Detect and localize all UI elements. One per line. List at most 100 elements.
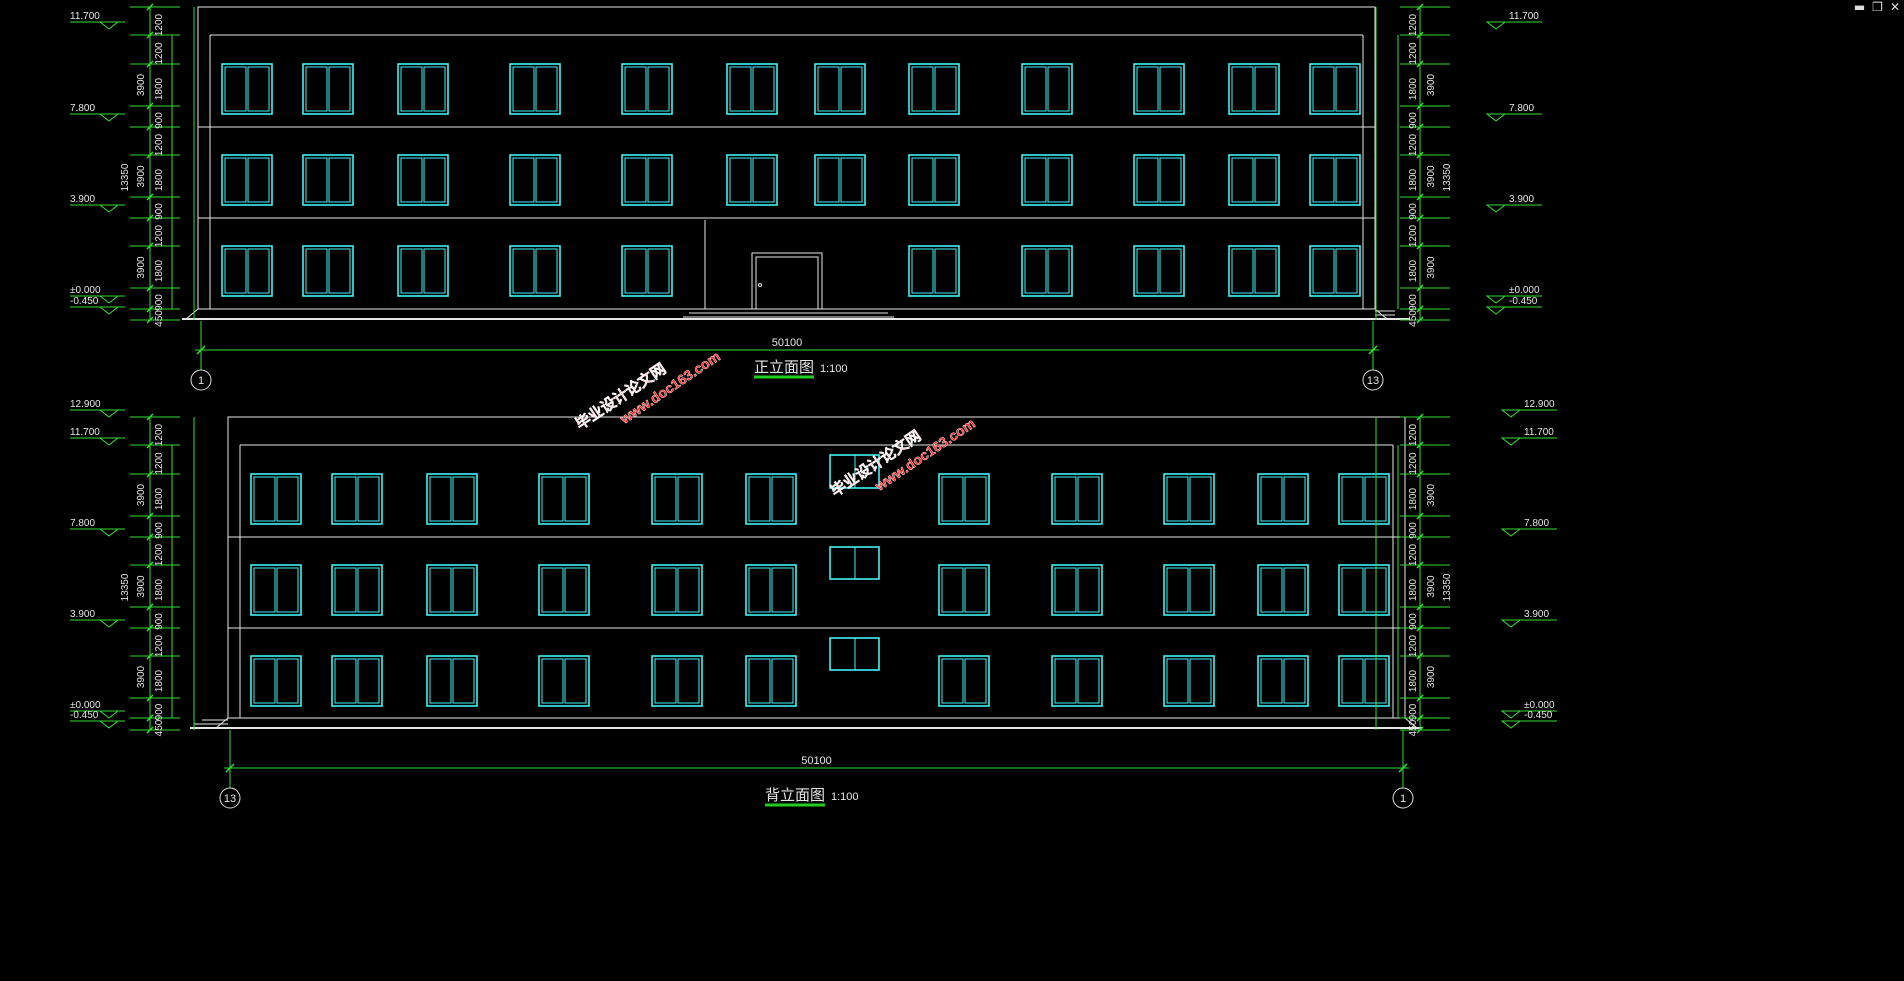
restore-icon[interactable]: ❐ — [1872, 0, 1883, 14]
total-width-dimension: 50100 — [772, 337, 803, 349]
window-frame — [1051, 473, 1103, 525]
minimize-icon[interactable]: ▬ — [1853, 0, 1866, 14]
axis-bubble-right — [1392, 787, 1414, 809]
level-symbol — [98, 295, 120, 304]
window-frame — [250, 564, 302, 616]
window-frame — [621, 154, 673, 206]
left-dimension-chain: 1200120018009001200180090012001800900450… — [120, 413, 195, 736]
segment-dimension: 450 — [154, 310, 165, 327]
segment-dimension: 1200 — [1408, 133, 1419, 156]
window-sash — [1260, 567, 1283, 613]
segment-dimension: 900 — [154, 112, 165, 129]
level-symbol — [98, 409, 120, 418]
window-frame — [621, 245, 673, 297]
window-frame — [509, 63, 561, 115]
window — [538, 473, 590, 525]
window-sash — [1254, 66, 1277, 112]
segment-dimension: 1800 — [154, 77, 165, 100]
window-frame — [814, 63, 866, 115]
segment-dimension: 900 — [1408, 613, 1419, 630]
window — [621, 154, 673, 206]
segment-dimension: 1800 — [1408, 487, 1419, 510]
window — [221, 245, 273, 297]
level-label: 11.700 — [70, 11, 100, 22]
level-label: 3.900 — [70, 194, 95, 205]
window — [1338, 564, 1390, 616]
window-sash — [1283, 476, 1306, 522]
segment-dimension: 1800 — [154, 578, 165, 601]
window-sash — [512, 157, 535, 203]
window-sash — [1077, 658, 1100, 704]
window-frame — [302, 154, 354, 206]
axis-label-right: 1 — [1400, 793, 1406, 805]
level-symbol — [1485, 113, 1507, 122]
level-symbol — [98, 619, 120, 628]
segment-dimension: 1200 — [154, 42, 165, 65]
window — [426, 473, 478, 525]
storey-dimension: 3900 — [1426, 256, 1437, 279]
window-frame — [509, 154, 561, 206]
window — [1163, 564, 1215, 616]
level-label: 3.900 — [1509, 194, 1534, 205]
chain-tick — [146, 151, 154, 159]
window — [938, 564, 990, 616]
axis-bubble-right — [1362, 369, 1384, 391]
window-sash — [429, 476, 452, 522]
stair-window — [829, 546, 880, 580]
window-frame — [538, 473, 590, 525]
window-sash — [1136, 157, 1159, 203]
window-sash — [357, 658, 380, 704]
segment-dimension: 1200 — [154, 224, 165, 247]
window-sash — [535, 157, 558, 203]
window-sash — [357, 476, 380, 522]
window — [1163, 655, 1215, 707]
window-sash — [328, 157, 351, 203]
level-label: ±0.000 — [70, 700, 101, 711]
window-sash — [1335, 248, 1358, 294]
window-sash — [941, 476, 964, 522]
window-frame — [1228, 154, 1280, 206]
window-sash — [1189, 476, 1212, 522]
window-sash — [729, 66, 752, 112]
drawing-scale: 1:100 — [820, 363, 848, 375]
window-sash — [677, 567, 700, 613]
chain-tick — [146, 441, 154, 449]
segment-dimension: 1200 — [154, 543, 165, 566]
window-frame — [1163, 655, 1215, 707]
window-frame — [426, 564, 478, 616]
window-sash — [1024, 157, 1047, 203]
storey-dimension: 3900 — [136, 165, 147, 188]
window-sash — [1159, 157, 1182, 203]
axis-bubble-left — [190, 369, 212, 391]
window-frame — [745, 655, 797, 707]
chain-tick — [146, 694, 154, 702]
window-frame — [651, 655, 703, 707]
window-sash — [647, 248, 670, 294]
chain-tick — [1416, 305, 1424, 313]
stair-window — [829, 637, 880, 671]
window-frame — [1309, 245, 1361, 297]
window-sash — [1136, 66, 1159, 112]
level-label: 11.700 — [1524, 427, 1554, 438]
window-sash — [771, 658, 794, 704]
close-icon[interactable]: ✕ — [1889, 0, 1900, 14]
window — [538, 564, 590, 616]
window-frame — [1133, 63, 1185, 115]
storey-dimension: 3900 — [1426, 575, 1437, 598]
window-frame — [621, 63, 673, 115]
window — [509, 245, 561, 297]
building-outline — [197, 6, 1376, 310]
chain-tick — [1416, 441, 1424, 449]
window-frame — [331, 564, 383, 616]
level-label: 12.900 — [70, 399, 101, 410]
window-sash — [305, 66, 328, 112]
window-frame — [745, 564, 797, 616]
chain-tick — [1416, 652, 1424, 660]
chain-tick — [1416, 694, 1424, 702]
window-sash — [1231, 248, 1254, 294]
door-handle — [758, 283, 762, 287]
window-sash — [305, 248, 328, 294]
